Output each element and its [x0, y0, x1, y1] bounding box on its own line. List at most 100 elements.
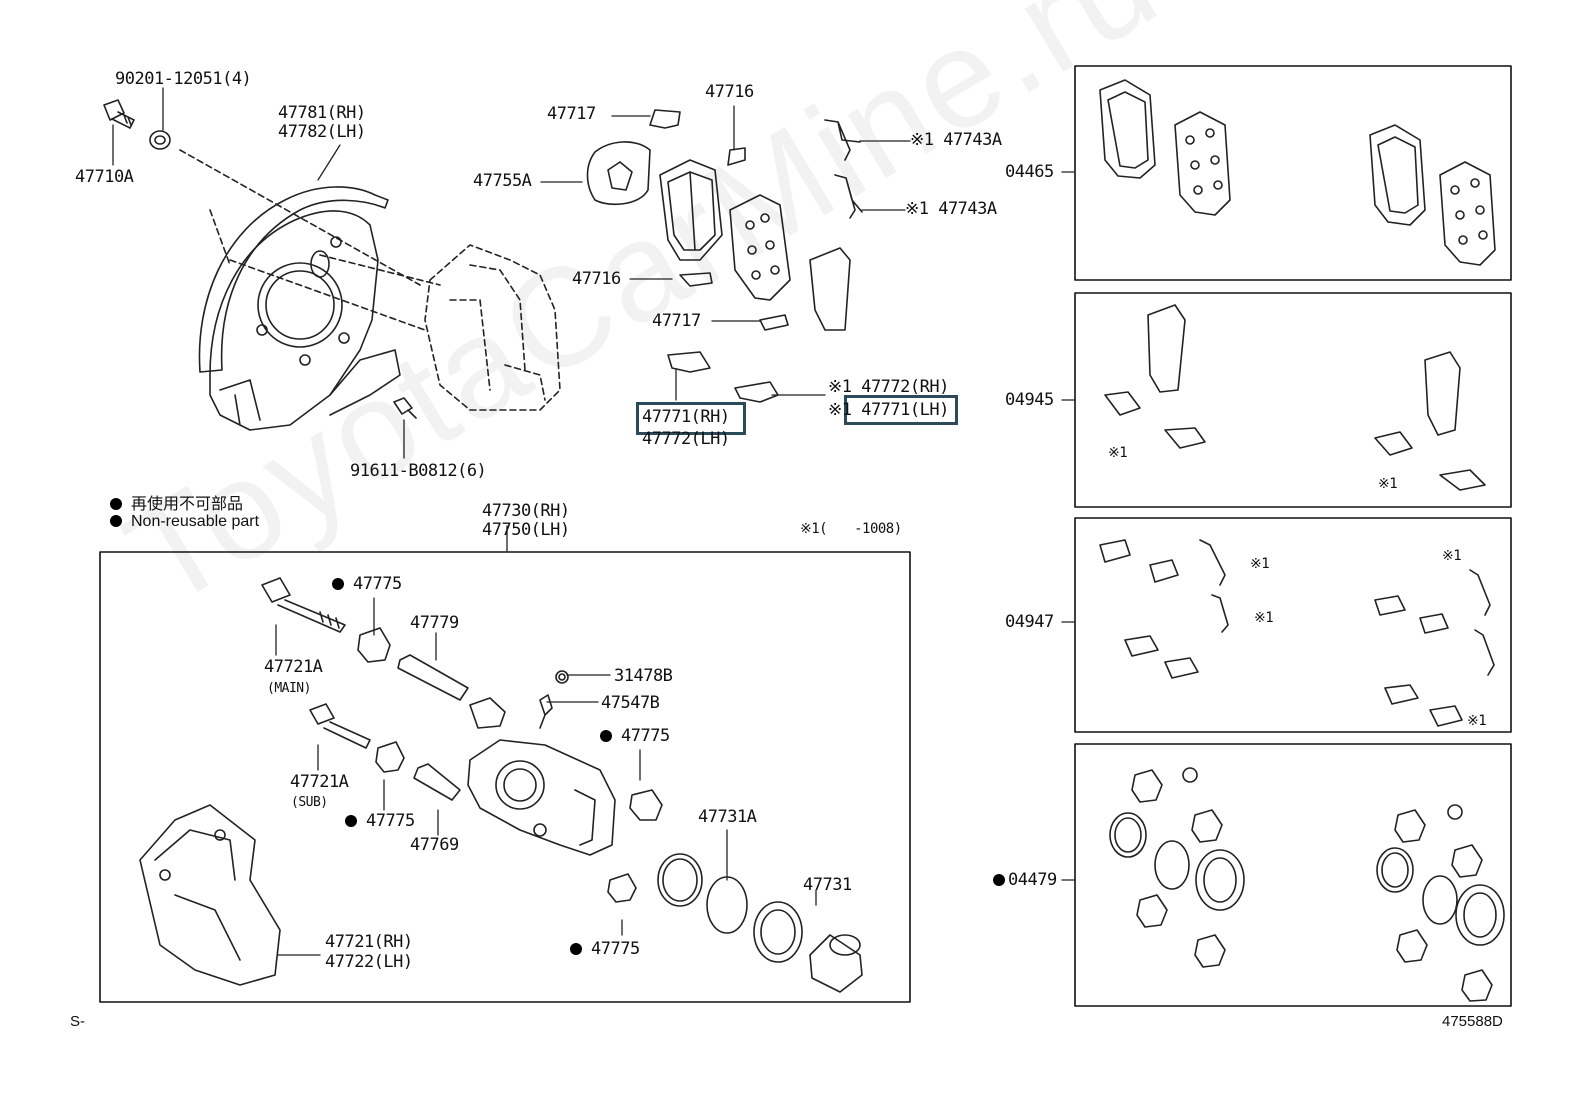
piston-47731	[809, 934, 863, 993]
label-91611-b0812: 91611-B0812(6)	[350, 461, 487, 481]
clip-47716-top	[727, 147, 746, 166]
clip-47717-top	[649, 109, 681, 129]
label-47722-lh: 47722(LH)	[325, 952, 413, 972]
label-47775-b: 47775	[600, 727, 670, 746]
label-47730-rh: 47730(RH)	[482, 501, 570, 521]
caliper-bracket-47721	[139, 804, 281, 986]
clip-47772	[734, 381, 779, 403]
label-47779: 47779	[410, 613, 459, 633]
footer-right-code: 475588D	[1442, 1013, 1503, 1030]
caliper-bolt-main	[261, 577, 346, 633]
label-47710A: 47710A	[75, 167, 134, 187]
boot-47731	[753, 901, 803, 963]
nonreusable-dot-icon	[110, 498, 122, 510]
kit-04465-frame	[1074, 65, 1512, 281]
label-47547B: 47547B	[601, 693, 660, 713]
label-47755A: 47755A	[473, 171, 532, 191]
label-47731: 47731	[803, 875, 852, 895]
boot-47775-c	[375, 741, 405, 773]
label-47717-bottom: 47717	[652, 311, 701, 331]
caliper-bolt-sub	[309, 703, 371, 749]
label-kit-04945: 04945	[1005, 390, 1054, 410]
nonreusable-dot-icon	[110, 515, 122, 527]
label-47717-top: 47717	[547, 104, 596, 124]
spring-47743A-b	[834, 174, 863, 219]
note-1-e: ※1	[1442, 548, 1462, 564]
bolt-47710A	[103, 99, 135, 129]
legend-jp: 再使用不可部品	[110, 490, 243, 514]
highlight-47771-lh	[844, 395, 958, 425]
brake-pad-outer	[729, 194, 791, 301]
kit-04465-pads	[1099, 79, 1496, 266]
shim-47755A	[586, 141, 651, 206]
dust-cover-part	[198, 186, 401, 431]
label-47731A: 47731A	[698, 807, 757, 827]
label-sub: (SUB)	[291, 795, 328, 810]
label-47721A-main: 47721A	[264, 657, 323, 677]
label-kit-04947: 04947	[1005, 612, 1054, 632]
label-47782-lh: 47782(LH)	[278, 122, 366, 142]
label-47743A-b: ※1 47743A	[905, 199, 997, 219]
kit-04945-shims	[1104, 304, 1486, 491]
pin-47779	[397, 654, 469, 701]
label-47781-rh: 47781(RH)	[278, 103, 366, 123]
caliper-mount-ghost	[179, 149, 561, 411]
label-31478B: 31478B	[614, 666, 673, 686]
label-47775-d: 47775	[570, 940, 640, 959]
label-47771-lh: ※1 47771(LH)	[828, 400, 949, 420]
bleeder-31478B	[555, 670, 569, 684]
clip-47717-bottom	[759, 314, 789, 331]
label-47771-rh: 47771(RH)	[642, 407, 730, 427]
label-kit-04479: 04479	[1008, 870, 1057, 890]
label-47721-rh: 47721(RH)	[325, 932, 413, 952]
nonreusable-dot-icon	[345, 815, 357, 827]
boot-47775-a	[357, 627, 391, 663]
nonreusable-dot-icon	[332, 578, 344, 590]
pad-shim	[809, 247, 851, 331]
label-47716-bottom: 47716	[572, 269, 621, 289]
note-1-d: ※1	[1254, 610, 1274, 626]
footer-left-code: S-	[70, 1013, 85, 1030]
note-1-f: ※1	[1467, 713, 1487, 729]
brake-pad-inner	[659, 159, 723, 261]
label-47716-top: 47716	[705, 82, 754, 102]
boot-47775-d	[607, 873, 637, 903]
kit-04947-clips	[1099, 539, 1495, 727]
note-1-c: ※1	[1250, 556, 1270, 572]
clip-47716-bottom	[679, 272, 713, 287]
caliper-assembly-frame	[99, 551, 911, 1003]
legend-en: Non-reusable part	[110, 513, 259, 531]
label-47775-a: 47775	[332, 575, 402, 594]
label-47743A-a: ※1 47743A	[910, 130, 1002, 150]
boot-47775-b	[629, 789, 663, 821]
washer-90201	[149, 130, 171, 150]
clip-47771	[667, 351, 711, 373]
label-90201-12051: 90201-12051(4)	[115, 69, 252, 89]
nonreusable-dot-icon	[600, 730, 612, 742]
label-47775-c: 47775	[345, 812, 415, 831]
label-47721A-sub: 47721A	[290, 772, 349, 792]
note-1-b: ※1	[1378, 476, 1398, 492]
label-kit-04465: 04465	[1005, 162, 1054, 182]
label-47772-rh: ※1 47772(RH)	[828, 377, 949, 397]
spring-47743A-a	[824, 119, 861, 161]
nonreusable-dot-icon	[570, 943, 582, 955]
kit-04479-seals	[1109, 767, 1505, 1002]
note-1-a: ※1	[1108, 445, 1128, 461]
label-47772-lh: 47772(LH)	[642, 429, 730, 449]
seal-47731A	[657, 853, 748, 934]
note-range: ※1( -1008)	[800, 521, 902, 537]
bolt-91611	[393, 397, 417, 419]
kit-04947-frame	[1074, 517, 1512, 733]
kit-04945-frame	[1074, 292, 1512, 508]
label-47750-lh: 47750(LH)	[482, 520, 570, 540]
bleeder-47547B	[539, 694, 553, 729]
highlight-47771-rh	[636, 402, 746, 435]
pin-47769	[413, 763, 461, 801]
label-47769: 47769	[410, 835, 459, 855]
caliper-body	[467, 697, 616, 856]
nonreusable-dot-04479	[993, 874, 1005, 886]
kit-04479-frame	[1074, 743, 1512, 1007]
